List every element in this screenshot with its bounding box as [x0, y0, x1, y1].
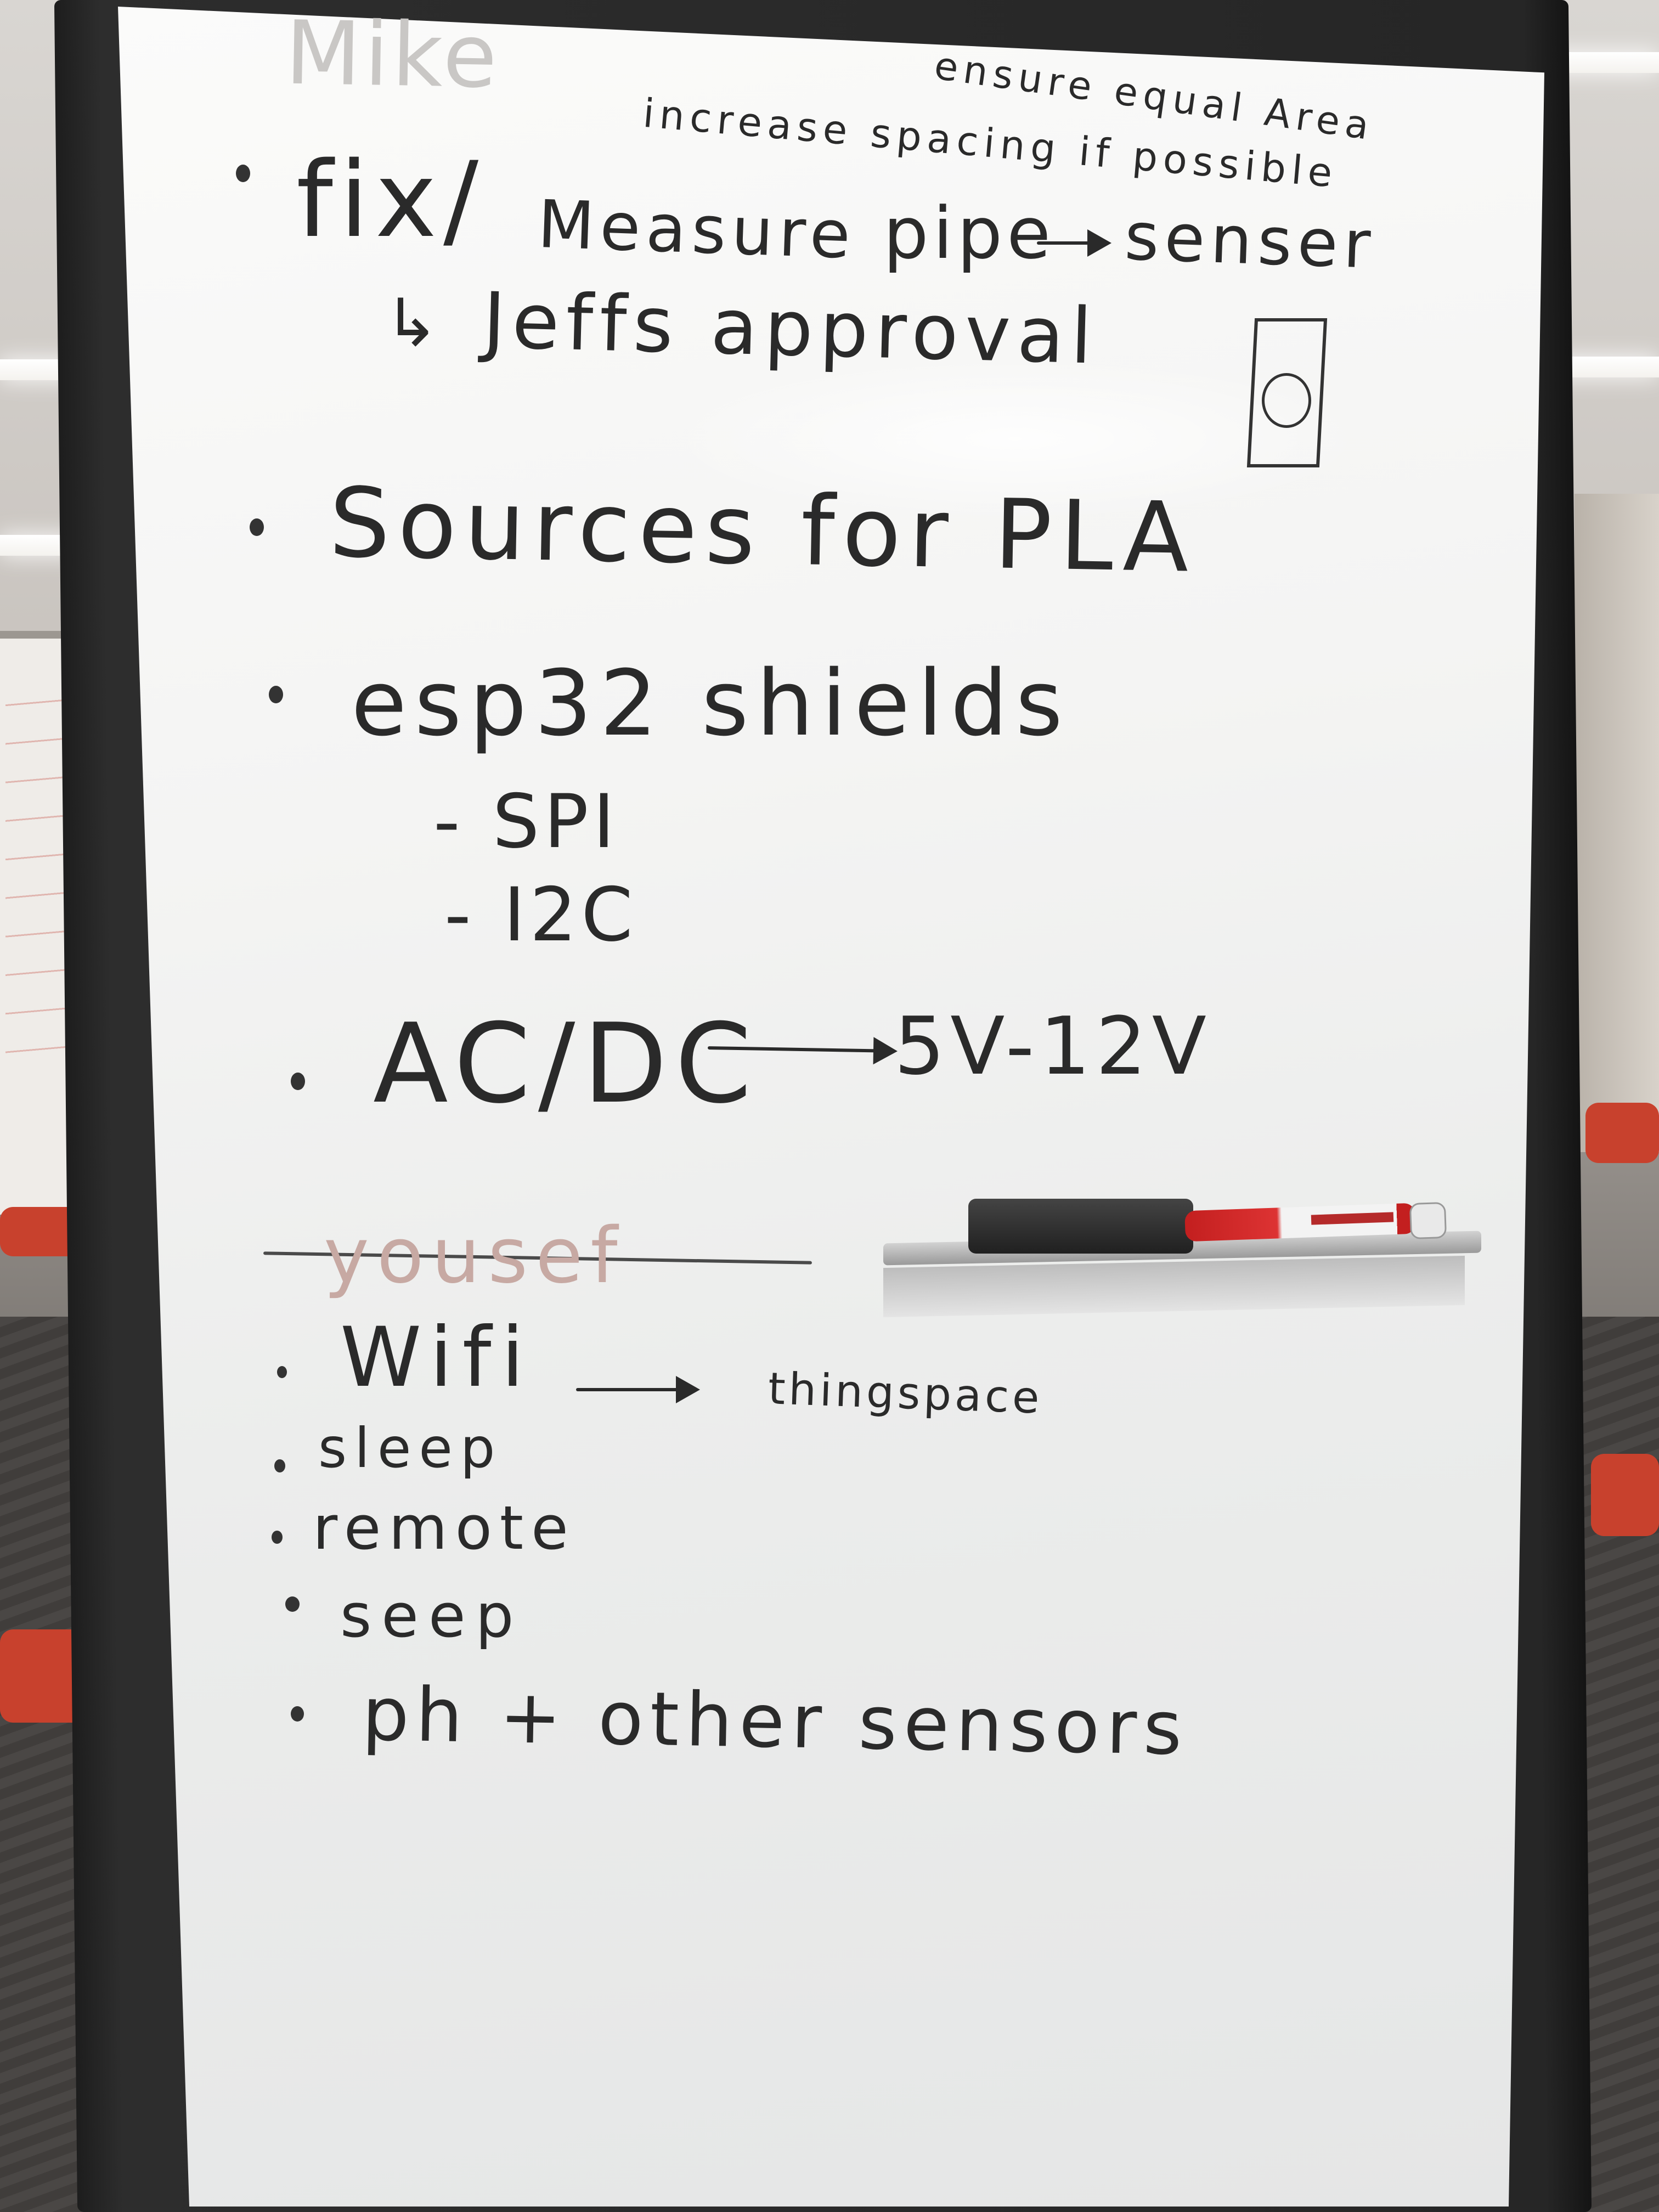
list-remote: remote	[313, 1493, 576, 1563]
name-mike: Mike	[284, 1, 501, 108]
item-sources-pla: Sources for PLA	[328, 467, 1198, 594]
item-ac-dc: AC/DC	[373, 1000, 759, 1128]
bullet	[269, 686, 283, 703]
red-chair	[1591, 1454, 1659, 1536]
red-chair	[1585, 1103, 1659, 1163]
background-wall	[1575, 494, 1659, 1152]
list-seep: seep	[340, 1581, 524, 1651]
list-wifi: Wifi	[340, 1310, 534, 1406]
board-glare	[658, 357, 1372, 521]
bullet	[250, 518, 264, 536]
item-spi: - SPI	[433, 778, 619, 865]
list-thingspace: thingspace	[767, 1363, 1043, 1424]
item-voltage-range: 5V-12V	[894, 1000, 1212, 1093]
bullet	[272, 1531, 283, 1544]
bullet	[285, 1596, 300, 1612]
list-sleep: sleep	[318, 1416, 503, 1480]
item-measure: Measure	[536, 186, 857, 274]
item-esp32-shields: esp32 shields	[351, 651, 1071, 756]
bullet	[291, 1706, 304, 1722]
arrow-pipe-to-sensor	[1037, 229, 1111, 257]
eraser	[968, 1199, 1193, 1254]
name-yousef: yousef	[324, 1211, 625, 1301]
item-pipe: pipe	[883, 191, 1056, 275]
bullet	[274, 1459, 285, 1472]
item-fix: fix/	[296, 139, 486, 261]
arrow-wifi-to-thingspace	[576, 1376, 700, 1403]
marker-cap	[1409, 1201, 1447, 1240]
sketch-circle	[1262, 373, 1311, 428]
bullet	[277, 1366, 287, 1378]
item-sensor: senser	[1123, 199, 1378, 284]
bullet	[291, 1073, 305, 1090]
return-arrow-icon: ↳	[384, 285, 443, 362]
list-ph-sensors: ph + other sensors	[361, 1671, 1189, 1772]
item-i2c: - I2C	[444, 872, 637, 958]
bullet	[236, 165, 250, 182]
item-jeffs-approval: Jeffs approval	[482, 276, 1100, 382]
